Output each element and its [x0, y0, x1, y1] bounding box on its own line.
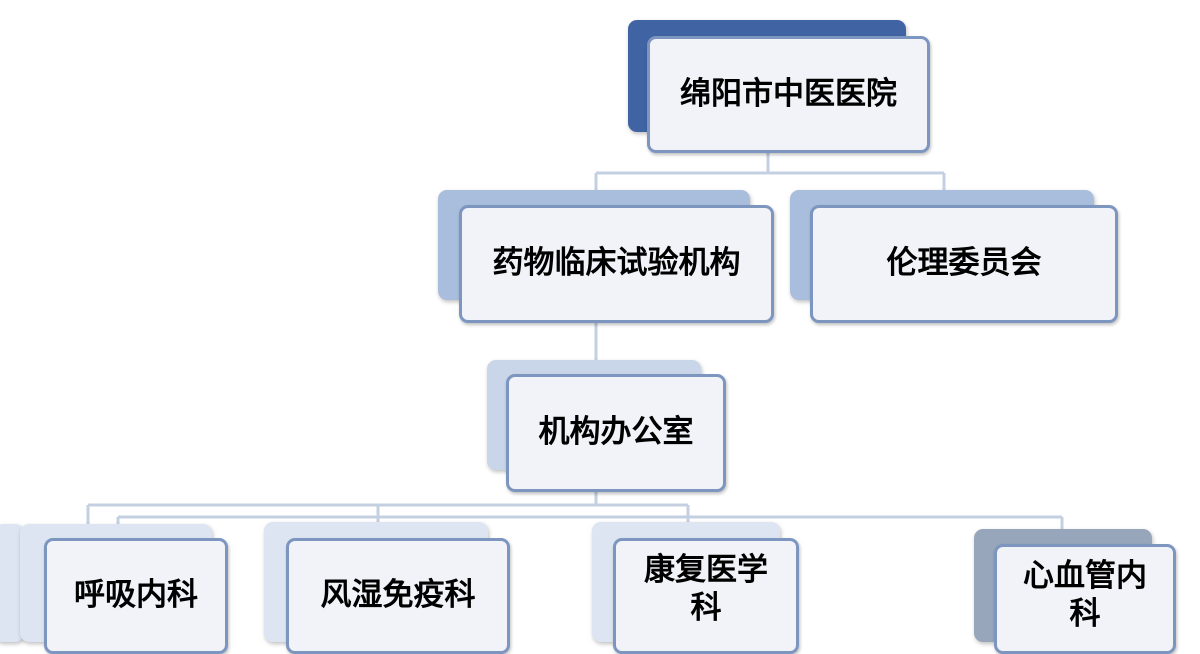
rheumatology-title: 风湿免疫科	[320, 577, 476, 614]
cardiology-title: 心血管内科	[1023, 558, 1147, 632]
office-title: 机构办公室	[538, 414, 694, 451]
clinical-trial-title-box: 药物临床试验机构	[459, 205, 774, 323]
cardiology-title-box: 心血管内科	[994, 544, 1176, 654]
office-title-box: 机构办公室	[506, 374, 726, 492]
root-title-box: 绵阳市中医医院	[647, 36, 930, 153]
rheumatology-title-box: 风湿免疫科	[286, 538, 510, 654]
clinical-trial-title: 药物临床试验机构	[492, 245, 741, 282]
ethics-title: 伦理委员会	[886, 245, 1042, 282]
root-title: 绵阳市中医医院	[680, 75, 897, 112]
respiratory-title-box: 呼吸内科	[44, 538, 228, 654]
rehabilitation-title: 康复医学科	[644, 552, 768, 626]
rehabilitation-title-box: 康复医学科	[613, 538, 799, 654]
respiratory-title: 呼吸内科	[74, 577, 198, 614]
ethics-title-box: 伦理委员会	[810, 205, 1118, 323]
